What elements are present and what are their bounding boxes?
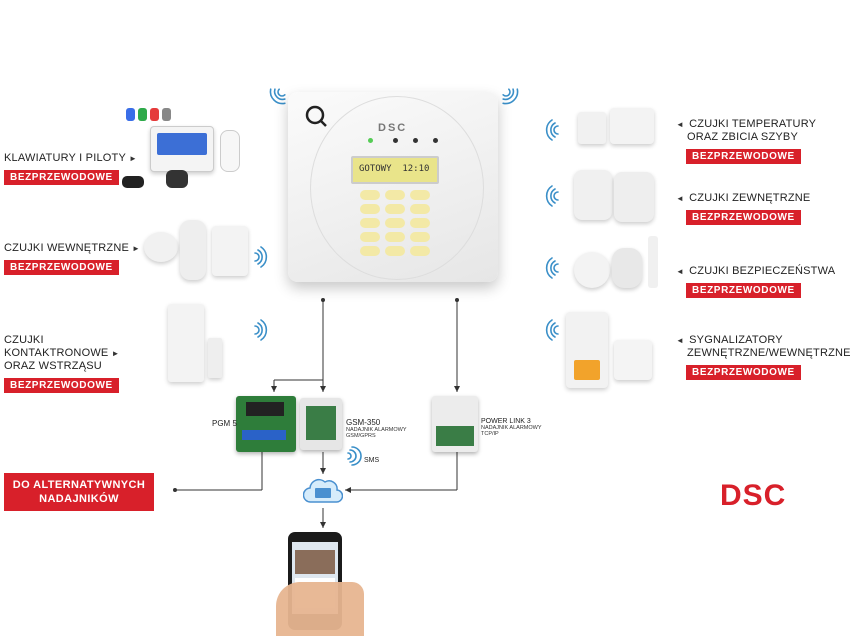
temperature-label: CZUJKI TEMPERATURY [689,118,817,130]
dsc-logo: DSC [720,479,787,512]
wave-icon [545,257,559,279]
outdoor-detectors-image [574,170,658,224]
outdoor-detectors-label: CZUJKI ZEWNĘTRZNE [689,192,811,204]
wireless-badge: BEZPRZEWODOWE [4,260,119,275]
chevron-left-icon: ◄ [676,267,685,276]
contact-detectors-image [164,304,250,384]
alt-transmitters-box: DO ALTERNATYWNYCH NADAJNIKÓW [4,473,154,511]
key [360,190,380,200]
safety-detectors-label: CZUJKI BEZPIECZEŃSTWA [689,265,836,277]
contact-detectors-label: CZUJKI KONTAKTRONOWE [4,334,109,359]
sirens-image [566,312,656,392]
panel-display-text: GOTOWY 12:10 [359,164,430,174]
sms-label: SMS [364,457,380,464]
alarm-panel: DSC GOTOWY 12:10 [288,92,498,282]
gsm-sub1: NADAJNIK ALARMOWY [346,427,407,433]
alt-line1: DO ALTERNATYWNYCH [12,479,146,491]
cloud-icon [303,478,343,503]
gsm-sub2: GSM/GPRS [346,433,376,439]
wireless-badge: BEZPRZEWODOWE [4,170,119,185]
powerlink-labels: POWER LINK 3 NADAJNIK ALARMOWY TCP/IP [481,418,551,437]
pgm-label: PGM 5 [212,419,237,428]
gsm-name: GSM-350 [346,418,381,427]
key [360,204,380,214]
wave-icon [254,319,268,341]
chevron-right-icon: ► [132,244,141,253]
left-group-contact: CZUJKI KONTAKTRONOWE► ORAZ WSTRZĄSU BEZP… [4,334,159,393]
chevron-left-icon: ◄ [676,120,685,129]
powerlink-sub2: TCP/IP [481,431,499,437]
wave-icon [347,446,362,466]
gsm-module-image [300,398,342,450]
key [360,218,380,228]
key [360,246,380,256]
panel-brand: DSC [378,122,408,134]
wireless-badge: BEZPRZEWODOWE [686,283,801,298]
key [410,218,430,228]
key [385,218,405,228]
wave-icon [545,319,559,341]
keypads-label: KLAWIATURY I PILOTY [4,152,126,164]
sirens-label: SYGNALIZATORY [689,334,783,346]
powerlink-module-image [432,396,478,452]
key [410,190,430,200]
safety-detectors-image [574,236,674,296]
wave-icon [545,185,559,207]
chevron-right-icon: ► [128,154,138,163]
search-q-icon [305,105,327,127]
wave-icon [269,88,286,105]
chevron-left-icon: ◄ [676,336,685,345]
contact-detectors-label-2: ORAZ WSTRZĄSU [4,360,102,372]
key [360,232,380,242]
powerlink-sub1: NADAJNIK ALARMOWY [481,425,542,431]
panel-ring [310,96,484,280]
panel-display: GOTOWY 12:10 [351,156,439,184]
left-group-keypads: KLAWIATURY I PILOTY► BEZPRZEWODOWE [4,152,154,185]
temperature-label-2: ORAZ ZBICIA SZYBY [687,131,798,143]
indoor-detectors-label: CZUJKI WEWNĘTRZNE [4,242,130,254]
wave-icon [502,88,519,105]
wireless-badge: BEZPRZEWODOWE [686,210,801,225]
pgm-module-image [236,396,296,452]
chevron-left-icon: ◄ [676,194,685,203]
smartphone-image [276,528,366,636]
right-group-sirens: ◄ SYGNALIZATORY ZEWNĘTRZNE/WEWNĘTRZNE BEZ… [676,334,851,380]
alt-line2: NADAJNIKÓW [39,493,119,505]
chevron-right-icon: ► [111,349,120,358]
wave-icon [545,119,559,141]
wireless-badge: BEZPRZEWODOWE [686,365,801,380]
key [385,246,405,256]
key [385,232,405,242]
key [385,204,405,214]
key [410,204,430,214]
key [410,232,430,242]
wireless-badge: BEZPRZEWODOWE [4,378,119,393]
panel-keypad [358,190,430,268]
indoor-detectors-image [144,212,250,282]
key [385,190,405,200]
right-group-outdoor: ◄ CZUJKI ZEWNĘTRZNE BEZPRZEWODOWE [676,192,846,225]
keypad-remotes-image [120,108,250,190]
gsm-labels: GSM-350 NADAJNIK ALARMOWY GSM/GPRS [346,418,416,439]
panel-leds [368,138,438,144]
wave-icon [254,246,268,268]
right-group-safety: ◄ CZUJKI BEZPIECZEŃSTWA BEZPRZEWODOWE [676,265,846,298]
right-group-temperature: ◄ CZUJKI TEMPERATURY ORAZ ZBICIA SZYBY BE… [676,118,846,164]
key [410,246,430,256]
left-group-indoor: CZUJKI WEWNĘTRZNE► BEZPRZEWODOWE [4,242,154,275]
wireless-badge: BEZPRZEWODOWE [686,149,801,164]
powerlink-name: POWER LINK 3 [481,418,531,425]
temperature-glassbreak-image [578,108,658,148]
sirens-label-2: ZEWNĘTRZNE/WEWNĘTRZNE [687,347,851,359]
